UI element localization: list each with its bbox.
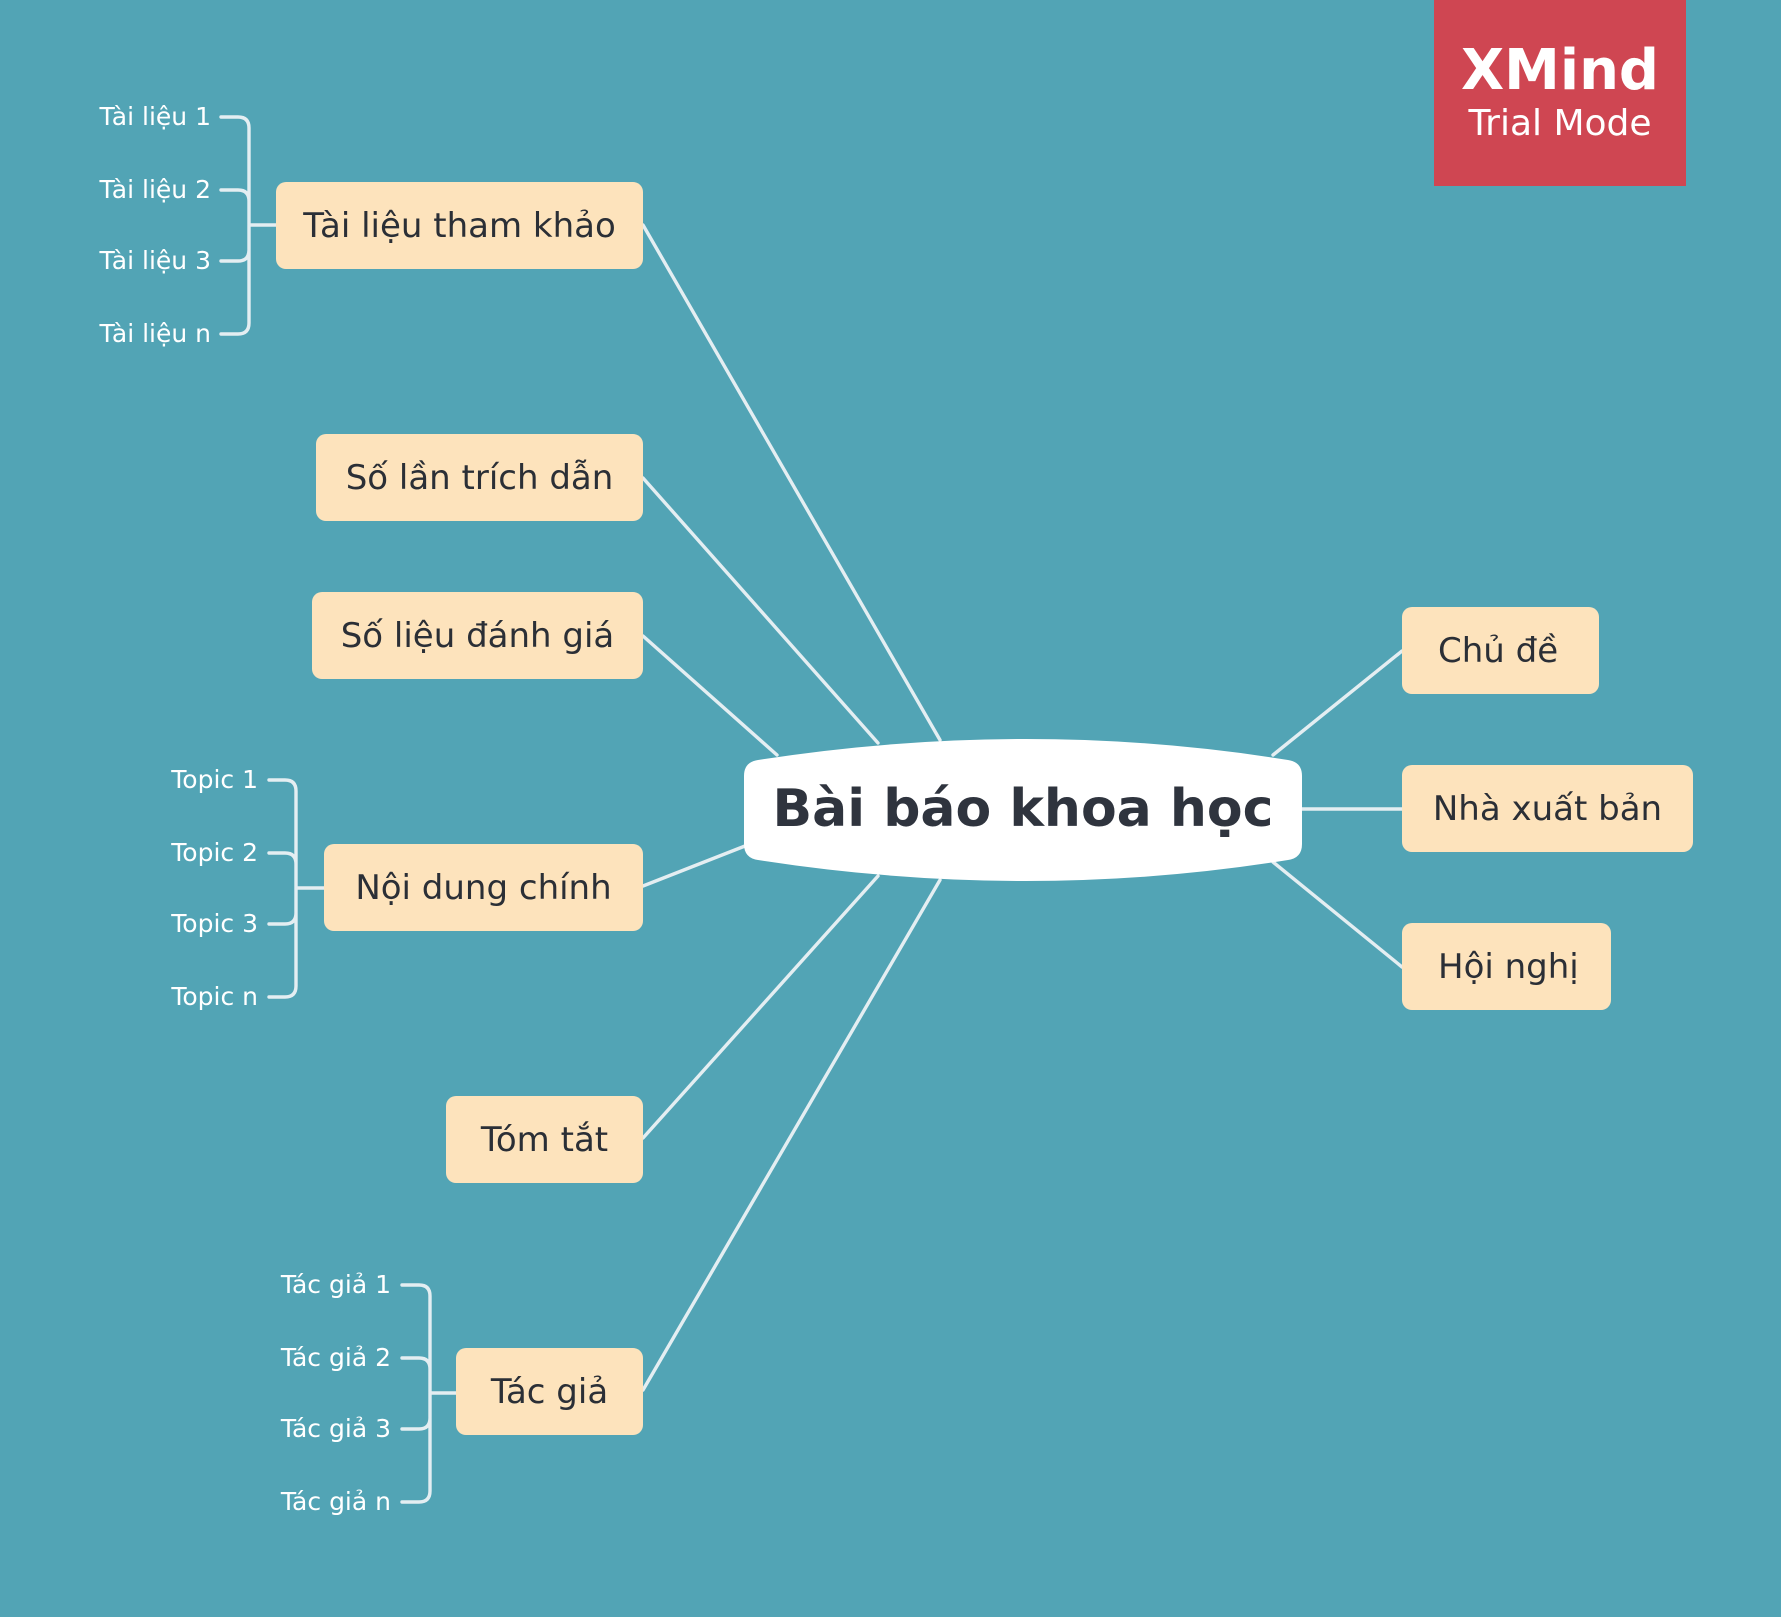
topic-hoi-nghi[interactable]: Hội nghị bbox=[1402, 923, 1611, 1010]
topic-tom-tat[interactable]: Tóm tắt bbox=[446, 1096, 643, 1183]
bracket-tai-lieu bbox=[219, 115, 278, 336]
bracket-topic bbox=[267, 778, 326, 999]
subtopic-tai-lieu-1[interactable]: Tài liệu 1 bbox=[99, 102, 211, 131]
watermark-brand: XMind bbox=[1460, 38, 1660, 103]
topic-noi-dung-chinh[interactable]: Nội dung chính bbox=[324, 844, 643, 931]
bracket-tac-gia bbox=[400, 1283, 458, 1504]
connector-so-lieu-danh-gia bbox=[641, 634, 779, 757]
trial-watermark: XMind Trial Mode bbox=[1434, 0, 1686, 186]
topic-chu-de[interactable]: Chủ đề bbox=[1402, 607, 1599, 694]
topic-so-lan-trich-dan[interactable]: Số lần trích dẫn bbox=[316, 434, 643, 521]
central-topic[interactable]: Bài báo khoa học bbox=[772, 779, 1274, 839]
connector-chu-de bbox=[1271, 649, 1404, 757]
subtopic-tai-lieu-3[interactable]: Tài liệu 3 bbox=[99, 246, 211, 275]
subtopic-tac-gia-3[interactable]: Tác giả 3 bbox=[280, 1414, 391, 1443]
topic-nha-xuat-ban[interactable]: Nhà xuất bản bbox=[1402, 765, 1693, 852]
subtopic-topic-n[interactable]: Topic n bbox=[171, 982, 258, 1011]
connector-hoi-nghi bbox=[1271, 860, 1404, 969]
subtopic-tac-gia-n[interactable]: Tác giả n bbox=[280, 1487, 391, 1516]
subtopic-tai-lieu-2[interactable]: Tài liệu 2 bbox=[99, 175, 211, 204]
subtopic-tac-gia-2[interactable]: Tác giả 2 bbox=[280, 1343, 391, 1372]
connector-noi-dung-chinh bbox=[641, 844, 747, 888]
subtopic-topic-3[interactable]: Topic 3 bbox=[171, 909, 258, 938]
connector-tom-tat bbox=[641, 874, 880, 1140]
connector-tac-gia bbox=[641, 878, 942, 1392]
topic-tac-gia[interactable]: Tác giả bbox=[456, 1348, 643, 1435]
subtopic-topic-1[interactable]: Topic 1 bbox=[171, 765, 258, 794]
subtopic-topic-2[interactable]: Topic 2 bbox=[171, 838, 258, 867]
topic-tai-lieu-tham-khao[interactable]: Tài liệu tham khảo bbox=[276, 182, 643, 269]
central-topic-shape bbox=[744, 739, 1302, 881]
subtopic-tai-lieu-n[interactable]: Tài liệu n bbox=[99, 319, 211, 348]
subtopic-tac-gia-1[interactable]: Tác giả 1 bbox=[280, 1270, 391, 1299]
connector-so-lan-trich-dan bbox=[641, 476, 880, 745]
topic-so-lieu-danh-gia[interactable]: Số liệu đánh giá bbox=[312, 592, 643, 679]
connector-tai-lieu-tham-khao bbox=[641, 223, 942, 742]
watermark-mode: Trial Mode bbox=[1468, 103, 1652, 144]
